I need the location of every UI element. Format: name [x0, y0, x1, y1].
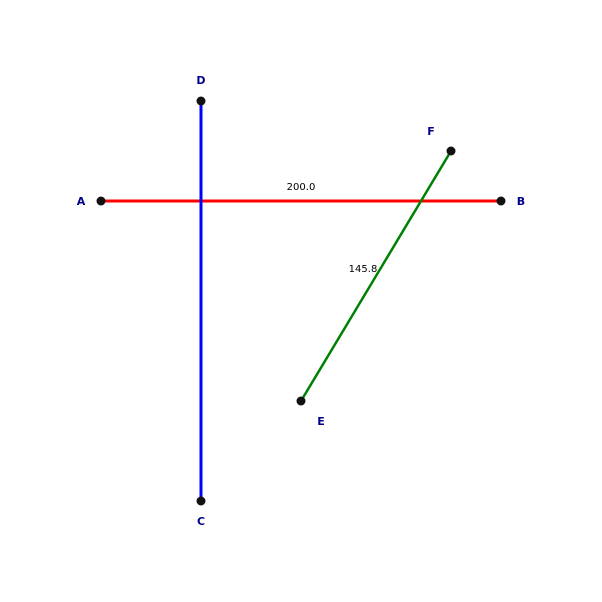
point-e-label: E [317, 415, 325, 428]
point-a-label: A [77, 195, 86, 208]
segment-ef-length-label: 145.8 [349, 264, 378, 275]
point-d-label: D [196, 74, 205, 87]
point-b [496, 196, 506, 206]
point-d [196, 96, 206, 106]
segment-ef-green [299, 149, 453, 403]
point-c-label: C [197, 515, 205, 528]
point-f [446, 146, 456, 156]
segment-ab-length-label: 200.0 [287, 182, 316, 193]
point-e [296, 396, 306, 406]
point-c [196, 496, 206, 506]
point-a [96, 196, 106, 206]
point-b-label: B [517, 195, 525, 208]
point-f-label: F [427, 125, 435, 138]
